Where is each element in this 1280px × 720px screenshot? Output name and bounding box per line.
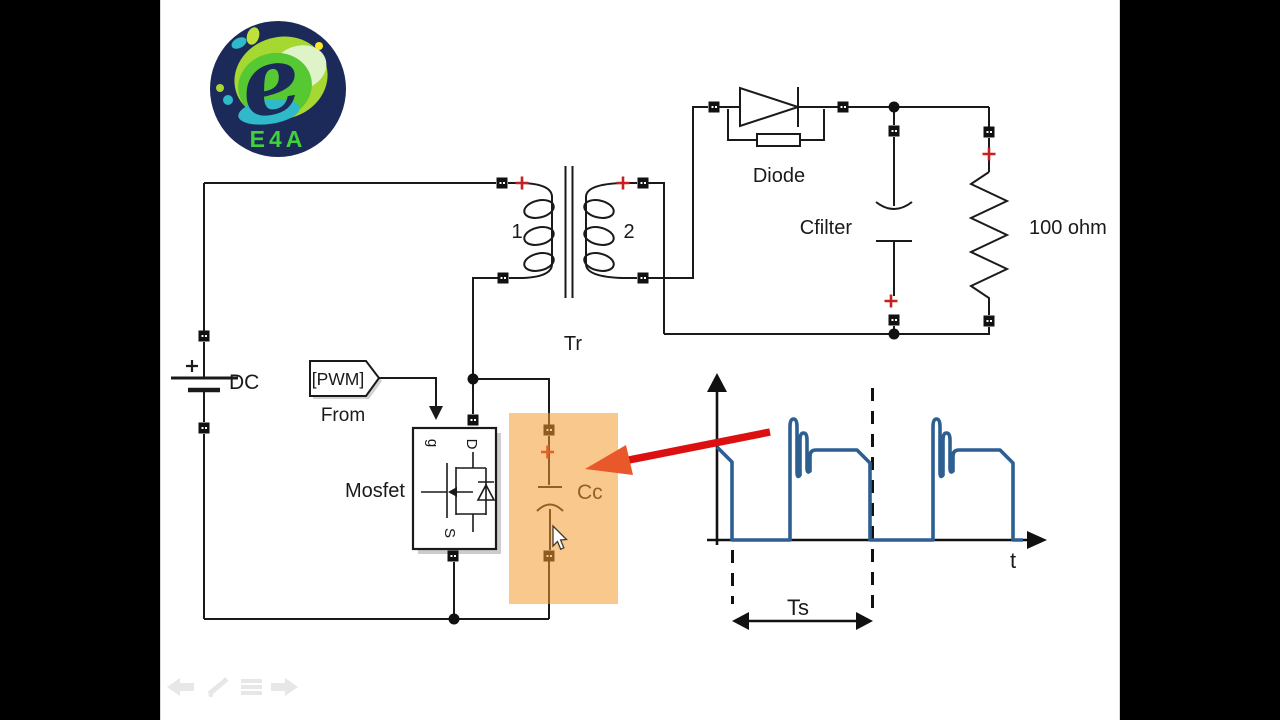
transformer-label: Tr [564,333,582,355]
back-arrow-icon[interactable] [167,678,194,696]
source-pin-label: S [441,528,458,538]
dc-source-block[interactable]: DC [171,342,259,422]
junction-dots [448,101,900,625]
mosfet-block[interactable]: g D S Mosfet [345,426,501,554]
callout-arrow-line [628,428,771,464]
dc-label: DC [229,371,259,394]
polarity-plus-marks [515,147,996,308]
diode-label: Diode [753,165,805,187]
from-label: From [321,405,365,426]
winding2-label: 2 [623,221,634,243]
forward-arrow-icon[interactable] [271,678,298,696]
diode-block[interactable]: Diode [719,86,838,187]
waveform-sketch: Ts t [707,373,1047,630]
dc-plus-sign [186,360,198,372]
x-axis-arrowhead [1027,531,1047,549]
period-arrowhead-left [732,612,749,630]
wire-secondary-top [648,182,665,334]
snubber-branch [727,109,825,141]
primary-winding [508,182,555,279]
callout-arrowhead [585,445,633,475]
logo-caption: E4A [250,126,307,152]
letterbox-left [0,0,160,720]
mosfet-symbol [421,452,496,532]
gate-arrowhead [429,406,443,420]
load-label: 100 ohm [1029,217,1107,239]
mouse-cursor-icon [552,524,568,551]
cfilter-curved-plate [875,201,913,210]
from-block[interactable]: [PWM] From [309,360,443,426]
mosfet-label: Mosfet [345,480,405,502]
cfilter-label: Cfilter [800,217,853,239]
resistor-zigzag [968,171,1010,315]
period-arrowhead-right [856,612,873,630]
logo-swirl-icon: e [216,23,328,140]
gate-pin-label: g [424,439,441,447]
wire-primary-bottom [472,277,498,414]
snubber-resistor [756,133,801,147]
wire-cc-top [473,378,550,425]
time-axis-label: t [1010,548,1016,573]
callout-arrow [585,428,771,475]
transformer-block[interactable]: 1 2 Tr [508,166,637,355]
menu-icon[interactable] [241,679,262,695]
period-label: Ts [787,595,809,620]
secondary-winding [583,182,637,279]
wires [203,106,990,620]
channel-logo: e E4A [210,21,346,157]
player-controls[interactable] [167,677,298,698]
body-diode [476,481,496,501]
load-resistor-block[interactable]: 100 ohm [968,138,1107,315]
from-tag-shape [309,360,381,397]
wire-secondary-to-diode [648,106,708,279]
cfilter-block[interactable]: Cfilter [800,137,913,296]
gate-signal-wire [379,377,437,407]
simulink-canvas: e E4A DC [160,0,1120,720]
drain-pin-label: D [463,439,480,450]
highlight-overlay [509,413,618,604]
wire-bottom-rail-right [664,327,990,335]
winding1-label: 1 [511,221,522,243]
voltage-trace [715,417,1023,542]
transformer-core [564,166,574,298]
pwm-tag-label: [PWM] [312,369,365,389]
pen-icon[interactable] [207,677,229,698]
diode-triangle [739,86,802,128]
y-axis-arrowhead [707,373,727,392]
letterbox-right [1120,0,1280,720]
